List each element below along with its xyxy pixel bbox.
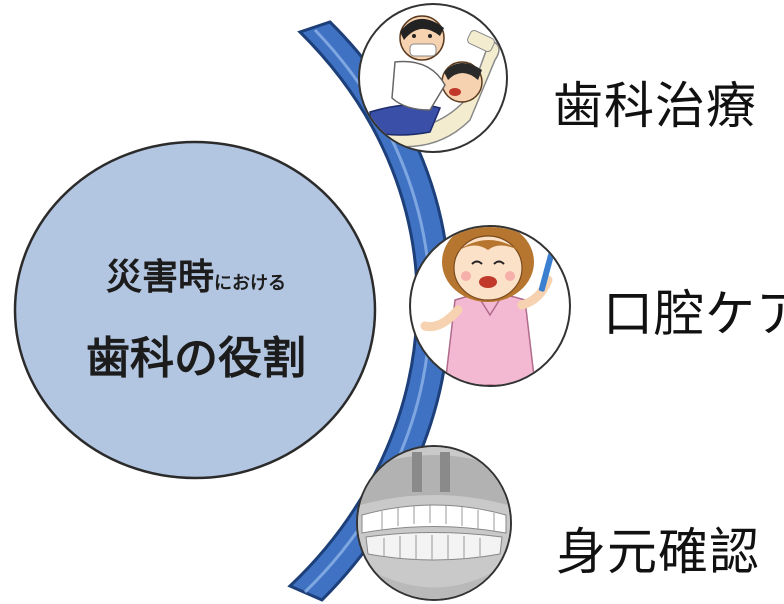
center-title-line2: 歯科の役割 (86, 333, 306, 384)
title-small-text: における (214, 273, 286, 294)
dental-xray-illustration (356, 445, 512, 601)
center-title-line1: 災害時における (36, 248, 356, 300)
role-label-identification: 身元確認 (556, 523, 760, 581)
dentist-treatment-illustration (358, 3, 508, 153)
role-label-treatment: 歯科治療 (553, 77, 757, 135)
role-label-oral-care: 口腔ケア (603, 285, 784, 343)
title-main-text: 災害時 (105, 256, 214, 298)
center-ellipse (13, 140, 377, 480)
hygienist-toothbrush-illustration (409, 225, 571, 387)
